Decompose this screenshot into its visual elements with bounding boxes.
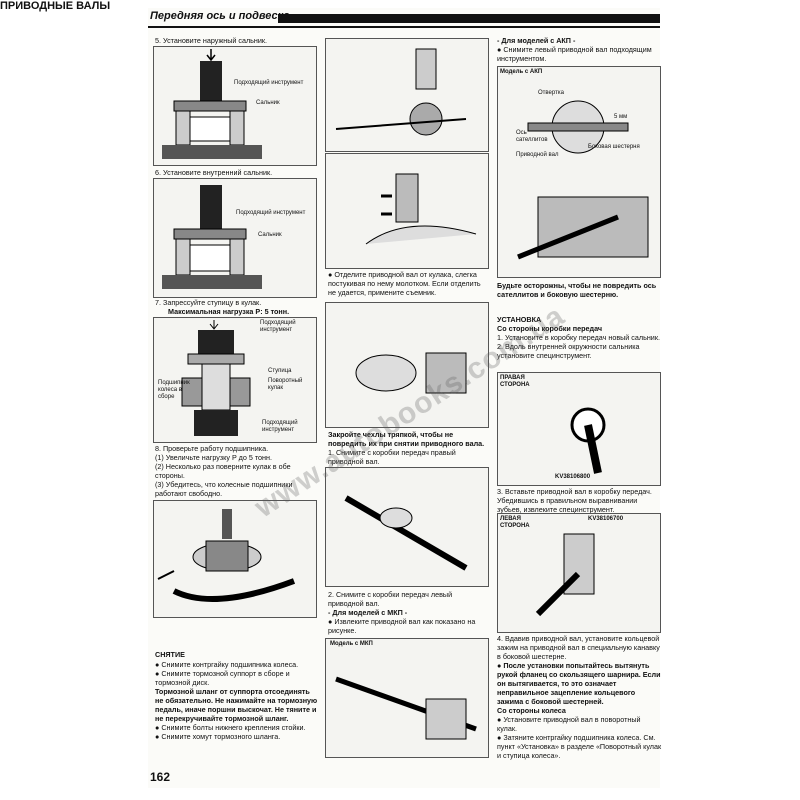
step-8-title: 8. Проверьте работу подшипника. (155, 444, 269, 453)
removal-steps: ● Снимите контргайку подшипника колеса. … (155, 660, 320, 741)
right-side-diagram (570, 407, 606, 474)
install-heading: УСТАНОВКА (497, 315, 542, 324)
seal-press-diagram-2 (162, 185, 262, 289)
fig3-knuckle-label: Поворотный кулак (268, 378, 303, 391)
akp-mm-label: 5 мм (614, 114, 628, 120)
step-8-3: (3) Убедитесь, что колесные подшипники р… (155, 480, 293, 498)
remove-right-shaft: 1. Снимите с коробки передач правый прив… (328, 448, 456, 466)
kv-tool-1: KV38106800 (555, 474, 591, 480)
fig3-tool-bottom-label: Подходящий инструмент (262, 420, 298, 433)
akp-shaft-label: Приводной вал (516, 152, 559, 158)
max-load-note: Максимальная нагрузка P: 5 тонн. (168, 307, 290, 316)
akp-remove-note: ● Снимите левый приводной вал подходящим… (497, 45, 652, 63)
fig2-seal-label: Сальник (258, 232, 282, 238)
akp-screwdriver-label: Отвертка (538, 90, 564, 96)
figure-bearing-check (153, 500, 317, 618)
step-8-1: (1) Увеличьте нагрузку P до 5 тонн. (155, 453, 272, 462)
mkp-models-heading: - Для моделей с МКП - (328, 608, 408, 617)
flange-check-warning: ● После установки попытайтесь вытянуть р… (497, 661, 661, 706)
boot-cover-diagram (355, 352, 467, 394)
kv-tool-2: KV38106700 (588, 516, 624, 522)
step-8: 8. Проверьте работу подшипника. (1) Увел… (155, 444, 317, 498)
figure-inner-seal (153, 178, 317, 298)
page-header: Передняя ось и подвеска (148, 10, 660, 28)
fig1-tool-label: Подходящий инструмент (234, 80, 304, 86)
akp-axle-label: Ось сателлитов (516, 130, 548, 143)
step-8-2: (2) Несколько раз поверните кулак в обе … (155, 462, 291, 480)
akp-models-heading: - Для моделей с АКП - (497, 36, 576, 45)
step-5: 5. Установите наружный сальник. (155, 36, 268, 45)
boot-cover-warning: Закройте чехлы тряпкой, чтобы не повреди… (328, 430, 485, 448)
step-7: 7. Запрессуйте ступицу в кулак. (155, 298, 262, 307)
mkp-diagram (335, 676, 477, 740)
step-6: 6. Установите внутренний сальник. (155, 168, 273, 177)
figure-knuckle-top (325, 38, 489, 152)
brake-hose-warning: Тормозной шланг от суппорта отсоединять … (155, 687, 318, 723)
fig2-tool-label: Подходящий инструмент (236, 210, 306, 216)
removal-step-3: ● Снимите болты нижнего крепления стойки… (155, 723, 306, 732)
wheel-step-1: ● Установите приводной вал в поворотный … (497, 715, 641, 733)
removal-step-4: ● Снимите хомут тормозного шланга. (155, 732, 281, 741)
figure-right-side (497, 372, 661, 486)
separate-shaft-note: ● Отделите приводной вал от кулака, слег… (328, 270, 481, 297)
remove-left-shaft-text: 2. Снимите с коробки передач левый приво… (328, 590, 453, 608)
remove-left-shaft: 2. Снимите с коробки передач левый приво… (328, 590, 488, 635)
wheel-step-2: ● Затяните контргайку подшипника колеса.… (497, 733, 662, 760)
gearbox-steps: 1. Установите в коробку передач новый са… (497, 333, 662, 360)
fig3-bearing-label: Подшипник колеса в сборе (158, 380, 190, 400)
install-step-4: 4. Вдавив приводной вал, установите коль… (497, 634, 660, 661)
figure-mkp (325, 638, 489, 758)
figure-boot-cover (325, 302, 489, 428)
gearbox-side-heading: Со стороны коробки передач (497, 324, 603, 333)
figure-hub-press (153, 317, 317, 443)
akp-diagram (517, 100, 649, 260)
bearing-check-diagram (157, 509, 296, 602)
subsection-removal: СНЯТИЕ (155, 650, 185, 659)
wheel-side-steps: ● Установите приводной вал в поворотный … (497, 715, 662, 760)
right-shaft-diagram (344, 495, 468, 571)
removal-step-1: ● Снимите контргайку подшипника колеса. (155, 660, 299, 669)
figure-akp (497, 66, 661, 278)
figure-left-side (497, 513, 661, 633)
install-step-3: 3. Вставьте приводной вал в коробку пере… (497, 487, 652, 514)
mkp-extract-note: ● Извлеките приводной вал как показано н… (328, 617, 476, 635)
fig1-seal-label: Сальник (256, 100, 280, 106)
mkp-fig-label: Модель с МКП (330, 641, 373, 647)
header-title: Передняя ось и подвеска (150, 10, 290, 22)
figure-outer-seal (153, 46, 317, 166)
install-step-1: 1. Установите в коробку передач новый са… (497, 333, 660, 342)
akp-fig-label: Модель с АКП (500, 69, 543, 75)
page-number: 162 (150, 770, 171, 784)
section-drive-shafts: ПРИВОДНЫЕ ВАЛЫ (0, 0, 111, 12)
akp-warning: Будьте осторожны, чтобы не повредить ось… (497, 281, 657, 299)
akp-gear-label: Боковая шестерня (588, 144, 640, 150)
driveshaft-hammer-diagram (365, 173, 477, 245)
left-side-label: ЛЕВАЯ СТОРОНА (500, 516, 530, 529)
right-side-label: ПРАВАЯ СТОРОНА (500, 375, 530, 388)
seal-press-diagram (162, 49, 262, 159)
fig3-tool-top-label: Подходящий инструмент (260, 320, 296, 333)
fig3-hub-label: Ступица (268, 368, 292, 374)
left-side-diagram (535, 533, 595, 617)
wheel-side-heading: Со стороны колеса (497, 706, 566, 715)
figure-driveshaft-hammer (325, 153, 489, 269)
header-bar (278, 14, 660, 23)
hub-press-diagram (181, 320, 251, 436)
figure-right-shaft (325, 467, 489, 587)
removal-step-2: ● Снимите тормозной суппорт в сборе и то… (155, 669, 290, 687)
install-step-2: 2. Вдоль внутренней окружности сальника … (497, 342, 640, 360)
knuckle-diagram (335, 48, 467, 136)
